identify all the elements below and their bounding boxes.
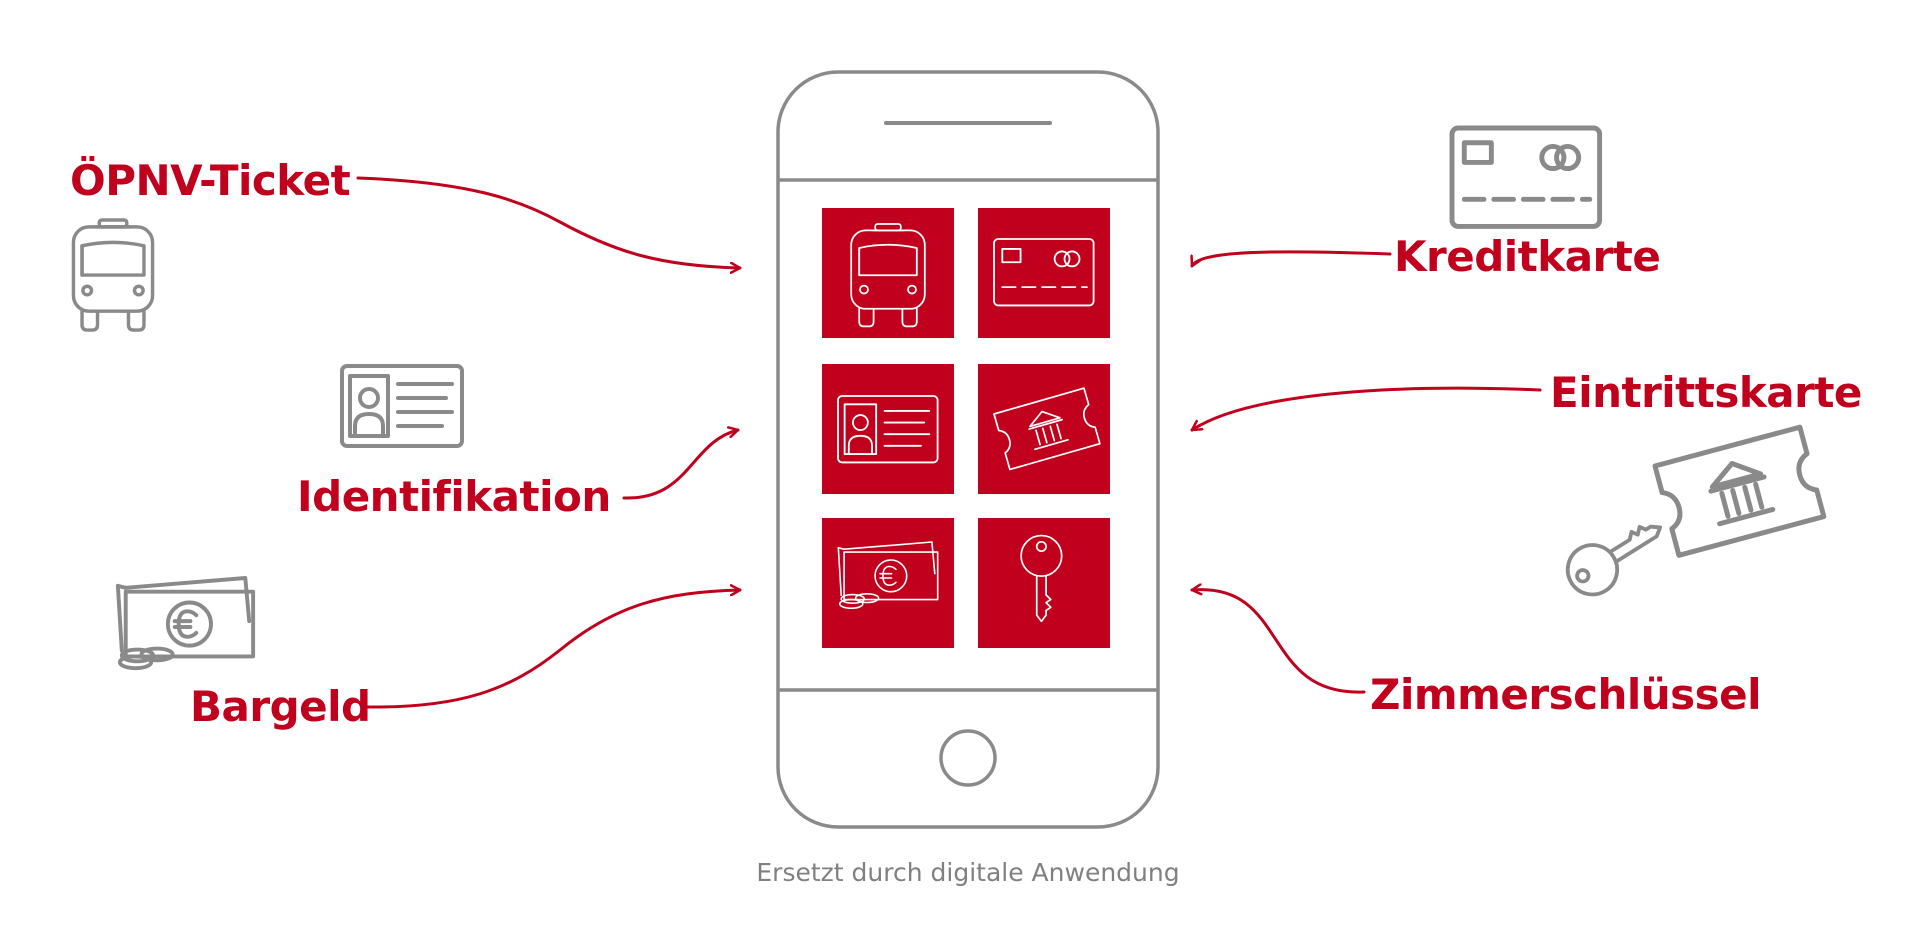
- label-kreditkarte: Kreditkarte: [1394, 232, 1661, 281]
- id-card-icon: [340, 364, 464, 448]
- smartphone: [776, 70, 1160, 829]
- connector-kreditkarte: [1192, 250, 1392, 268]
- phone-body: [776, 70, 1160, 829]
- bus-icon: [71, 218, 155, 332]
- app-tile-key: [978, 518, 1110, 648]
- credit-card-icon: [1452, 128, 1600, 226]
- connector-oepnv: [356, 176, 742, 268]
- label-eintrittskarte: Eintrittskarte: [1550, 368, 1862, 417]
- app-tile-cash: [822, 518, 954, 648]
- cash-icon: [115, 576, 256, 671]
- app-tile-credit-card: [978, 208, 1110, 338]
- app-tile-grid: [822, 208, 1110, 648]
- key-icon: [1556, 504, 1676, 606]
- caption: Ersetzt durch digitale Anwendung: [756, 858, 1180, 887]
- label-zimmerschluessel: Zimmerschlüssel: [1370, 670, 1762, 719]
- label-oepnv-ticket: ÖPNV-Ticket: [70, 156, 351, 205]
- app-tile-bus: [822, 208, 954, 338]
- phone-home-button: [939, 729, 997, 787]
- label-bargeld: Bargeld: [190, 682, 371, 731]
- connector-bargeld: [366, 590, 742, 709]
- ticket-icon: [1655, 427, 1824, 555]
- connector-identifikation: [622, 430, 740, 500]
- connector-zimmerschluessel: [1190, 590, 1366, 694]
- app-tile-id-card: [822, 364, 954, 494]
- label-identifikation: Identifikation: [297, 472, 611, 521]
- connector-eintrittskarte: [1190, 386, 1542, 432]
- app-tile-ticket: [978, 364, 1110, 494]
